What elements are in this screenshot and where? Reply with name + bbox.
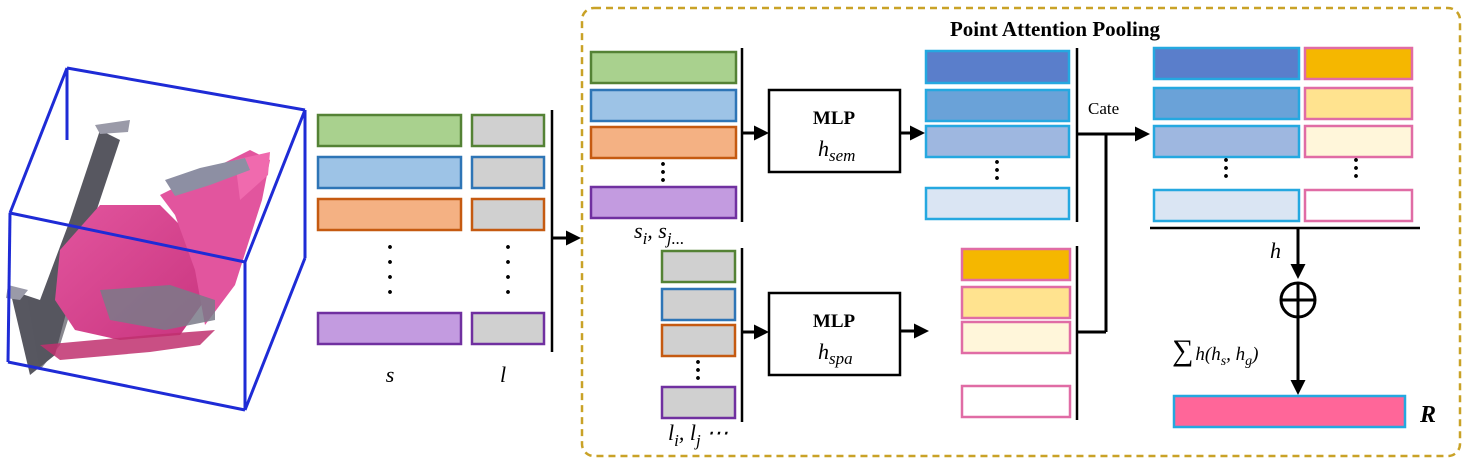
- vertical-dots: ·: [386, 280, 394, 306]
- vertical-dots: ·: [993, 166, 1001, 192]
- vertical-dots: ·: [694, 350, 702, 376]
- vertical-dots: ·: [504, 235, 512, 261]
- location-feature-3: [470, 197, 546, 232]
- vertical-dots: ·: [1352, 148, 1360, 174]
- semantic-label: s: [386, 362, 395, 387]
- mlp-spa-formula: hspa: [818, 339, 853, 368]
- vertical-dots: ·: [694, 366, 702, 392]
- vertical-dots: ·: [1222, 156, 1230, 182]
- location-label: l: [500, 362, 506, 387]
- semantic-feature-2: [316, 155, 463, 190]
- vertical-dots: ·: [1222, 148, 1230, 174]
- concatenated-features: · · · · · ·: [1150, 46, 1420, 230]
- vertical-dots: ·: [386, 235, 394, 261]
- mlp-sem-name: MLP: [813, 108, 856, 129]
- location-feature-1: [470, 113, 546, 148]
- vertical-dots: ·: [694, 358, 702, 384]
- semantic-feature-n: [316, 311, 463, 346]
- h-label: h: [1270, 238, 1281, 263]
- vertical-dots: ·: [993, 150, 1001, 176]
- vertical-dots: ·: [504, 250, 512, 276]
- semantic-attention-features: · · ·: [924, 48, 1079, 222]
- mlp-spa-box: [767, 291, 902, 377]
- concat-connector: [1078, 126, 1150, 334]
- vertical-dots: ·: [659, 152, 667, 178]
- plus-icon: [1279, 281, 1317, 319]
- mlp-sem-box: [767, 88, 902, 174]
- vertical-dots: ·: [993, 158, 1001, 184]
- spatial-attention-features: [960, 246, 1079, 420]
- concat-label: Cate: [1088, 99, 1119, 118]
- mlp-sem-formula: hsem: [818, 136, 855, 165]
- pooling-title: Point Attention Pooling: [950, 17, 1161, 41]
- location-subset-label: li, lj ⋯: [668, 420, 728, 450]
- semantic-subset: · · · si, sj...: [589, 48, 744, 248]
- semantic-feature-1: [316, 113, 463, 148]
- output-feature: [1172, 394, 1407, 429]
- vertical-dots: ·: [504, 265, 512, 291]
- input-feature-stack: · · · · · · · · s l: [316, 110, 554, 387]
- vertical-dots: ·: [1352, 156, 1360, 182]
- output-label: R: [1419, 402, 1436, 428]
- vertical-dots: ·: [659, 160, 667, 186]
- location-subset: · · · li, lj ⋯: [660, 248, 744, 450]
- semantic-feature-3: [316, 197, 463, 232]
- semantic-subset-label: si, sj...: [634, 218, 684, 248]
- location-feature-2: [470, 155, 546, 190]
- location-feature-n: [470, 311, 546, 346]
- point-cloud-chair: [6, 66, 307, 412]
- mlp-spa-name: MLP: [813, 311, 856, 332]
- vertical-dots: ·: [386, 250, 394, 276]
- vertical-dots: ·: [504, 280, 512, 306]
- sum-expression: ∑h(hs, hg): [1172, 334, 1259, 369]
- vertical-dots: ·: [1222, 164, 1230, 190]
- pooling-frame: [580, 6, 1462, 458]
- vertical-dots: ·: [659, 168, 667, 194]
- vertical-dots: ·: [386, 265, 394, 291]
- vertical-dots: ·: [1352, 164, 1360, 190]
